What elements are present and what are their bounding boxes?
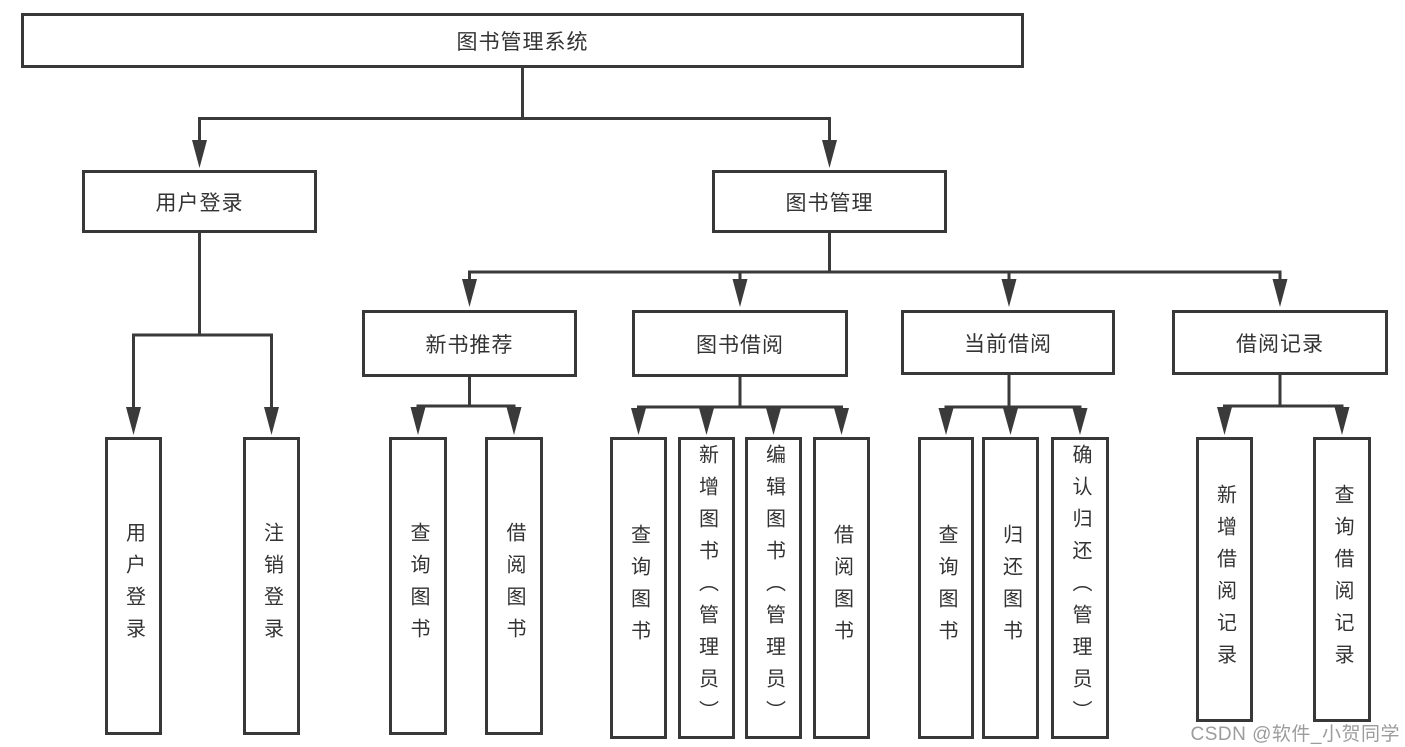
node-leaf-borrow-books-2: 借阅图书 [813,437,870,739]
node-user-login: 用户登录 [82,170,317,233]
arrowhead [1217,407,1232,435]
arrowhead [631,408,646,435]
arrowhead [732,279,748,307]
node-label: 用户登录 [155,191,244,215]
node-borrowing-records: 借阅记录 [1172,310,1388,375]
node-leaf-return-books: 归还图书 [982,437,1039,739]
node-label: 借阅图书 [503,522,525,650]
node-leaf-query-books-1: 查询图书 [389,437,447,735]
arrowhead [192,140,207,168]
node-book-borrowing: 图书借阅 [632,310,848,377]
arrowhead [410,407,426,435]
node-label: 归还图书 [999,524,1022,652]
node-label: 查询图书 [935,524,957,652]
node-leaf-logout: 注销登录 [243,437,300,735]
node-label: 图书管理系统 [456,30,589,54]
node-leaf-borrow-books-1: 借阅图书 [485,437,543,735]
node-leaf-add-borrow-record: 新增借阅记录 [1196,437,1253,722]
node-label: 查询借阅记录 [1331,483,1353,676]
node-new-book-recommend: 新书推荐 [362,310,577,377]
arrowhead [1001,279,1017,307]
node-leaf-user-login: 用户登录 [105,437,162,735]
arrowhead [1072,408,1088,435]
node-label: 编辑图书（管理员） [762,444,785,732]
node-label: 借阅记录 [1236,332,1324,356]
node-label: 图书借阅 [696,333,784,357]
csdn-watermark: CSDN @软件_小贺同学 [1190,724,1400,745]
arrowhead [506,407,522,435]
node-label: 图书管理 [785,191,874,215]
node-leaf-query-books-2: 查询图书 [610,437,667,739]
node-label: 新书推荐 [425,333,514,357]
node-label: 查询图书 [627,524,650,652]
node-leaf-edit-books-admin: 编辑图书（管理员） [745,437,802,739]
node-leaf-confirm-return-admin: 确认归还（管理员） [1051,437,1109,739]
node-label: 当前借阅 [964,332,1052,356]
node-label: 新增借阅记录 [1213,483,1236,676]
node-label: 查询图书 [407,522,429,650]
node-root: 图书管理系统 [21,13,1024,68]
arrowhead [462,279,477,307]
node-label: 新增图书（管理员） [695,444,718,732]
node-label: 用户登录 [122,522,145,650]
node-book-management: 图书管理 [712,170,947,233]
node-leaf-query-books-3: 查询图书 [918,437,974,739]
arrowhead [1334,407,1350,435]
node-leaf-add-books-admin: 新增图书（管理员） [678,437,735,739]
arrowhead [834,408,849,435]
arrowhead [1272,279,1288,307]
arrowhead [264,407,279,435]
arrowhead [699,408,714,435]
arrowhead [1003,408,1018,435]
node-label: 注销登录 [260,522,283,650]
node-leaf-query-borrow-record: 查询借阅记录 [1313,437,1371,722]
arrowhead [126,407,141,435]
arrowhead [938,408,954,435]
node-label: 借阅图书 [830,524,853,652]
arrowhead [766,408,781,435]
node-current-borrowing: 当前借阅 [901,310,1115,375]
arrowhead [822,140,837,168]
node-label: 确认归还（管理员） [1069,444,1091,732]
